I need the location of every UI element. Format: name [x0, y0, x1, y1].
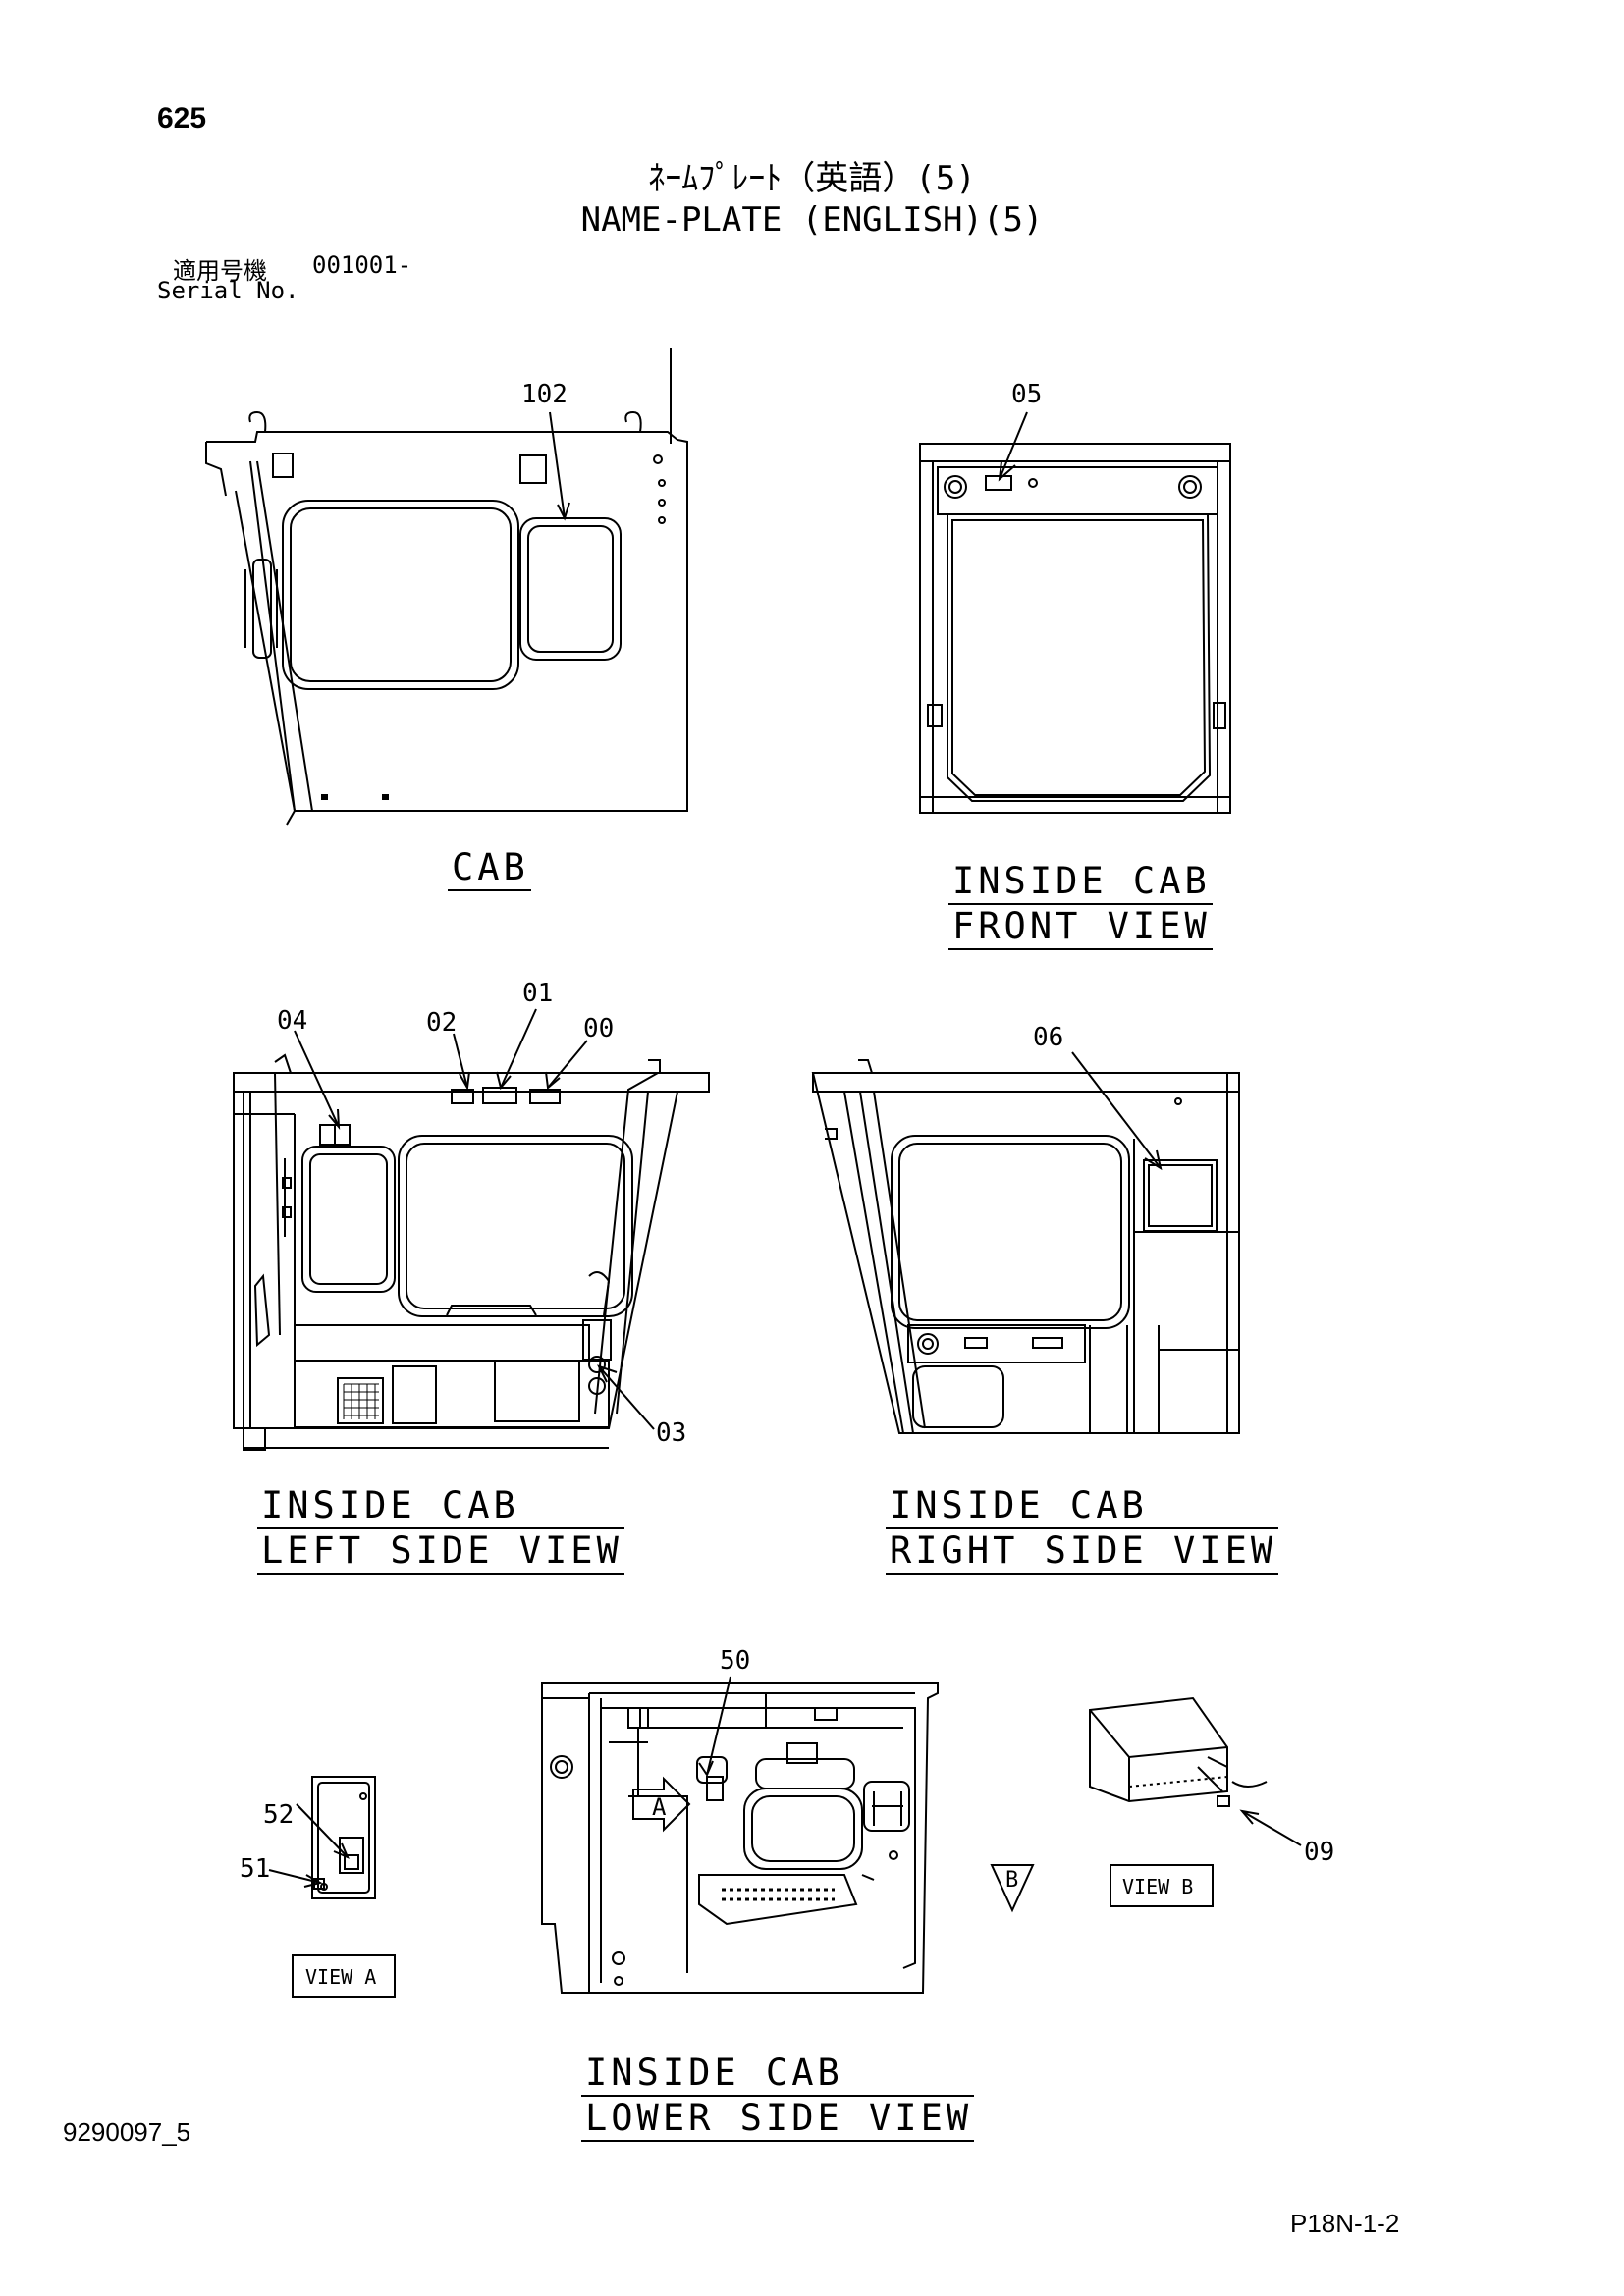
serial-label-en: Serial No.: [157, 277, 299, 304]
callout-02: 02: [426, 1008, 457, 1038]
arrow-b-letter: B: [1005, 1868, 1018, 1893]
title-japanese: ﾈｰﾑﾌﾟﾚｰﾄ（英語）(5): [648, 159, 976, 198]
label-front-view: INSIDE CAB FRONT VIEW: [948, 860, 1213, 950]
callout-09: 09: [1304, 1838, 1334, 1867]
cab-left-side-view: [233, 1008, 710, 1451]
document-id: 9290097_5: [63, 2117, 191, 2147]
serial-label-jp: 適用号機: [173, 257, 267, 285]
callout-04: 04: [277, 1006, 307, 1036]
callout-03: 03: [656, 1418, 686, 1448]
serial-range: 001001-: [312, 251, 412, 279]
view-a-detail: [268, 1776, 396, 1998]
sheet-reference: P18N-1-2: [1290, 2209, 1400, 2238]
cab-lower-side-view: [541, 1676, 939, 1994]
page-number: 625: [157, 102, 207, 134]
label-left-side-view: INSIDE CAB LEFT SIDE VIEW: [257, 1484, 624, 1575]
view-b-detail: [990, 1696, 1302, 1913]
view-a-label: VIEW A: [305, 1965, 376, 1989]
label-lower-side-view: INSIDE CAB LOWER SIDE VIEW: [581, 2052, 975, 2142]
callout-01: 01: [522, 979, 553, 1008]
callout-102: 102: [521, 380, 568, 409]
callout-05: 05: [1011, 380, 1042, 409]
title-english: NAME-PLATE (ENGLISH)(5): [580, 200, 1044, 240]
cab-right-side-view: [811, 1051, 1240, 1434]
callout-51: 51: [240, 1854, 270, 1884]
callout-52: 52: [263, 1800, 294, 1830]
label-cab: CAB: [448, 846, 531, 891]
cab-front-view: [919, 411, 1231, 814]
callout-50: 50: [720, 1646, 750, 1676]
label-right-side-view: INSIDE CAB RIGHT SIDE VIEW: [886, 1484, 1279, 1575]
callout-06: 06: [1033, 1023, 1063, 1052]
arrow-a-letter: A: [652, 1793, 667, 1821]
cab-exterior-view: [205, 348, 688, 826]
callout-00: 00: [583, 1014, 614, 1043]
view-b-label: VIEW B: [1122, 1875, 1193, 1898]
